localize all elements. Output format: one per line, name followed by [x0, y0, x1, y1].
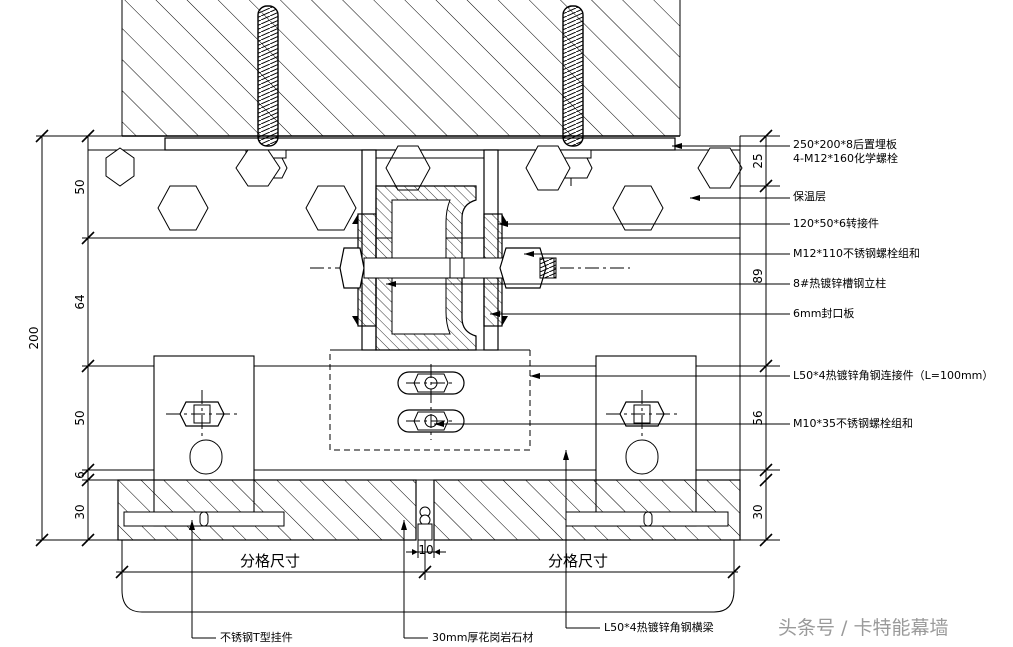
label-channel-post: 8#热镀锌槽钢立柱: [793, 276, 886, 290]
dim-right-89: 89: [751, 268, 765, 283]
dim-left-50-mid: 50: [73, 410, 87, 425]
dim-left-200: 200: [27, 327, 41, 350]
m12-through-bolt: [310, 247, 630, 289]
label-t-hanger: 不锈钢T型挂件: [220, 630, 293, 644]
concrete-wall: [121, 0, 681, 137]
dim-right-30: 30: [751, 504, 765, 519]
dim-joint-10: 10: [418, 543, 433, 557]
dim-left-30: 30: [73, 504, 87, 519]
label-bolt-m12: M12*110不锈钢螺栓组和: [793, 246, 920, 260]
insulation-layer: [88, 145, 743, 239]
label-adapter: 120*50*6转接件: [793, 216, 879, 230]
label-insulation: 保温层: [793, 189, 826, 203]
label-embed-plate: 250*200*8后置埋板: [793, 137, 897, 151]
dim-left-64: 64: [73, 294, 87, 309]
label-angle-beam: L50*4热镀锌角钢横梁: [604, 620, 714, 634]
label-grid-size-left: 分格尺寸: [240, 552, 300, 570]
label-angle-connector: L50*4热镀锌角钢连接件（L=100mm）: [793, 368, 993, 382]
angle-connector: [329, 349, 531, 451]
granite-panel-right: [433, 479, 741, 541]
label-chem-bolt: 4-M12*160化学螺栓: [793, 151, 898, 165]
left-dimension-chain: [35, 129, 122, 547]
label-granite: 30mm厚花岗岩石材: [432, 630, 533, 644]
dim-right-25: 25: [751, 153, 765, 168]
leader-lines: [386, 143, 790, 427]
grid-dimension-line: [115, 540, 741, 613]
dim-left-50-top: 50: [73, 179, 87, 194]
granite-panel-left: [117, 479, 417, 541]
label-seal-plate: 6mm封口板: [793, 306, 854, 320]
sealant-joint: [417, 506, 433, 541]
right-dimension-chain: [740, 129, 780, 547]
embed-plate: [164, 137, 676, 151]
dim-right-56: 56: [751, 410, 765, 425]
bottom-leaders: [189, 450, 600, 639]
watermark: 头条号 / 卡特能幕墙: [778, 617, 948, 639]
label-bolt-m10: M10*35不锈钢螺栓组和: [793, 416, 913, 430]
label-grid-size-right: 分格尺寸: [548, 552, 608, 570]
dim-left-6: 6: [73, 471, 87, 479]
